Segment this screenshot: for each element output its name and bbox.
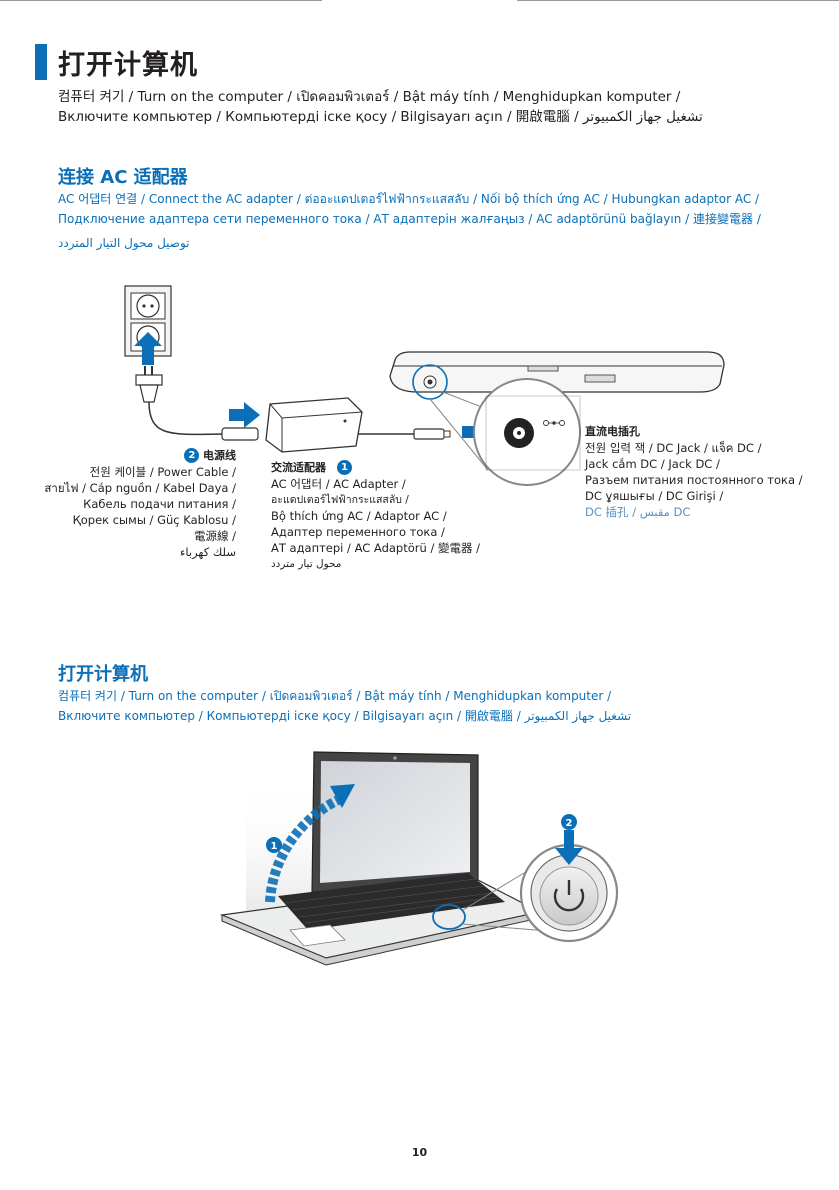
page-subtitle: 컴퓨터 켜기 / Turn on the computer / เปิดคอมพ…	[58, 87, 798, 127]
power-cable-line5: 電源線 /	[193, 529, 236, 543]
turn-on-illustration: 1 2	[219, 751, 619, 966]
ac-adapter-line6: محول تيار متردد	[271, 558, 342, 570]
ac-subtitle-line3: توصيل محول التيار المتردد	[58, 236, 190, 250]
power-cable-heading: 电源线	[203, 449, 236, 462]
ac-subtitle-line2: Подключение адаптера сети переменного то…	[58, 212, 761, 226]
ac-adapter-illustration	[124, 285, 725, 486]
press-power-arrow-icon	[555, 830, 583, 865]
power-cable-line4: Қорек сымы / Güç Kablosu /	[72, 513, 236, 527]
crop-mark-left	[0, 0, 322, 1]
turn-on-subtitle-line2: Включите компьютер / Компьютерді іске қо…	[58, 709, 632, 723]
page-number: 10	[411, 1146, 428, 1159]
dc-plug-icon	[413, 428, 445, 440]
laptop-open-icon	[219, 751, 542, 966]
dc-jack-line2: Jack cắm DC / Jack DC /	[585, 457, 720, 471]
step-marker-1	[266, 837, 282, 853]
dc-jack-line4: DC ұяшығы / DC Girişi /	[585, 489, 724, 503]
power-cable	[148, 401, 231, 436]
step-marker-2-text: 2	[566, 818, 573, 829]
dc-jack-magnified-icon	[473, 378, 581, 486]
section-subtitle-turn-on: 컴퓨터 켜기 / Turn on the computer / เปิดคอมพ…	[58, 686, 798, 726]
crop-mark-right	[517, 0, 839, 1]
power-cable-line3: Кабель подачи питания /	[83, 497, 236, 511]
page-subtitle-line1: 컴퓨터 켜기 / Turn on the computer / เปิดคอมพ…	[58, 89, 681, 105]
power-cable-line1: 전원 케이블 / Power Cable /	[89, 465, 236, 479]
title-accent-bar	[35, 44, 47, 80]
laptop-side-icon	[389, 351, 725, 393]
dc-jack-heading: 直流电插孔	[585, 425, 640, 438]
power-button-magnified-icon	[519, 843, 619, 943]
cable-connector	[221, 427, 259, 441]
step-badge-2: 2	[184, 448, 200, 463]
section-heading-ac-adapter: 连接 AC 适配器	[58, 167, 188, 188]
power-cable-line6: سلك كهرباء	[179, 545, 236, 559]
power-plug-icon	[135, 366, 163, 403]
ac-adapter-line1: AC 어댑터 / AC Adapter /	[271, 477, 406, 491]
dc-jack-label: 直流电插孔 전원 입력 잭 / DC Jack / แจ็ค DC / Jack…	[585, 424, 805, 520]
ac-adapter-line3: Bộ thích ứng AC / Adaptor AC /	[271, 509, 447, 523]
section-subtitle-ac-adapter: AC 어댑터 연결 / Connect the AC adapter / ต่อ…	[58, 189, 798, 253]
page-title: 打开计算机	[58, 50, 198, 81]
power-button-highlight	[432, 904, 466, 930]
power-cable-label: 2 电源线 전원 케이블 / Power Cable / สายไฟ / Cáp…	[40, 447, 236, 560]
ac-adapter-heading: 交流适配器	[271, 461, 326, 474]
ac-adapter-line4: Адаптер переменного тока /	[271, 525, 445, 539]
dc-jack-line1: 전원 입력 잭 / DC Jack / แจ็ค DC /	[585, 441, 762, 455]
ac-subtitle-line1: AC 어댑터 연결 / Connect the AC adapter / ต่อ…	[58, 192, 760, 206]
ac-adapter-icon	[265, 397, 363, 453]
step-marker-1-text: 1	[271, 841, 278, 852]
plug-in-arrow-icon	[134, 332, 162, 365]
page-subtitle-line2: Включите компьютер / Компьютерді іске қо…	[58, 109, 703, 125]
dc-jack-line5: DC 插孔 / مقبس DC	[585, 505, 691, 519]
ac-adapter-line2: อะแดปเตอร์ไฟฟ้ากระแสสลับ /	[271, 494, 409, 506]
power-cable-line2: สายไฟ / Cáp nguồn / Kabel Daya /	[44, 481, 236, 495]
ac-adapter-label: 交流适配器 1 AC 어댑터 / AC Adapter / อะแดปเตอร์…	[271, 459, 501, 572]
turn-on-subtitle-line1: 컴퓨터 켜기 / Turn on the computer / เปิดคอมพ…	[58, 689, 612, 703]
section-heading-turn-on: 打开计算机	[58, 664, 148, 685]
connect-adapter-arrow-icon	[229, 402, 260, 428]
dc-jack-line3: Разъем питания постоянного тока /	[585, 473, 803, 487]
step-marker-2	[561, 814, 577, 830]
ac-adapter-line5: АТ адаптері / AC Adaptörü / 變電器 /	[271, 541, 481, 555]
open-lid-arrow-icon	[265, 784, 355, 903]
step-badge-1: 1	[336, 460, 352, 475]
